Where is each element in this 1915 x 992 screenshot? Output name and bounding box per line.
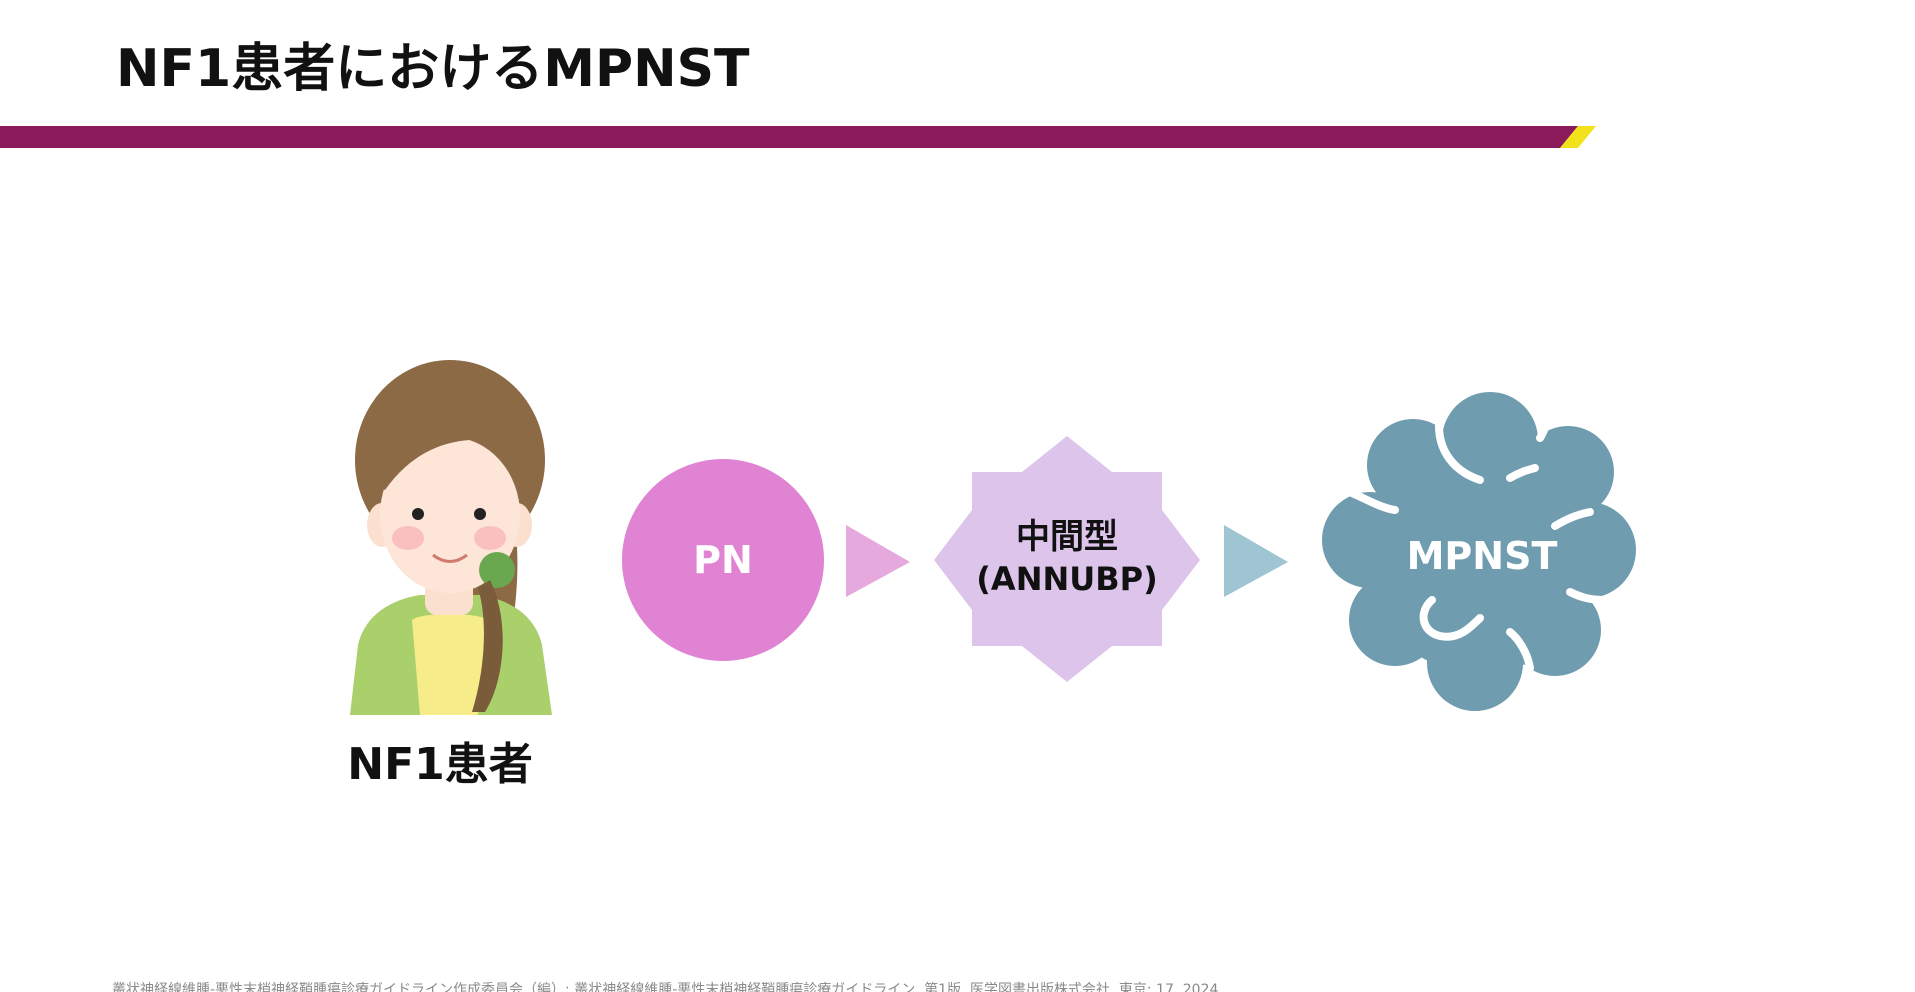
- hair-scrunchie: [479, 552, 515, 588]
- mpnst-label: MPNST: [1407, 534, 1558, 578]
- ponytail-front: [472, 580, 503, 712]
- accent-bar-tip: [1560, 126, 1596, 148]
- face: [380, 437, 520, 593]
- footnote-citation: 叢状神経線維腫-悪性末梢神経鞘腫瘍診療ガイドライン作成委員会（編）: 叢状神経線…: [112, 982, 1219, 992]
- mpnst-node: MPNST: [1322, 392, 1636, 711]
- eye-right: [474, 508, 486, 520]
- intermediate-label-line1: 中間型: [1016, 517, 1118, 557]
- cheek-left: [392, 526, 424, 550]
- hair-bangs: [360, 383, 544, 490]
- intermediate-node: 中間型 (ANNUBP): [934, 436, 1200, 682]
- page-title: NF1患者におけるMPNST: [116, 39, 750, 99]
- cheek-right: [474, 526, 506, 550]
- pn-node: PN: [622, 459, 824, 661]
- shirt: [412, 614, 488, 715]
- patient-illustration: [350, 360, 552, 715]
- header-accent-bar: [0, 126, 1596, 148]
- mouth: [432, 553, 468, 563]
- intermediate-label-line2: (ANNUBP): [976, 560, 1157, 598]
- arrow-pn-to-intermediate: [846, 525, 910, 597]
- arrow-intermediate-to-mpnst: [1224, 525, 1288, 597]
- pn-label: PN: [693, 538, 753, 582]
- accent-bar-main: [0, 126, 1578, 148]
- eye-left: [412, 508, 424, 520]
- patient-label: NF1患者: [347, 739, 533, 790]
